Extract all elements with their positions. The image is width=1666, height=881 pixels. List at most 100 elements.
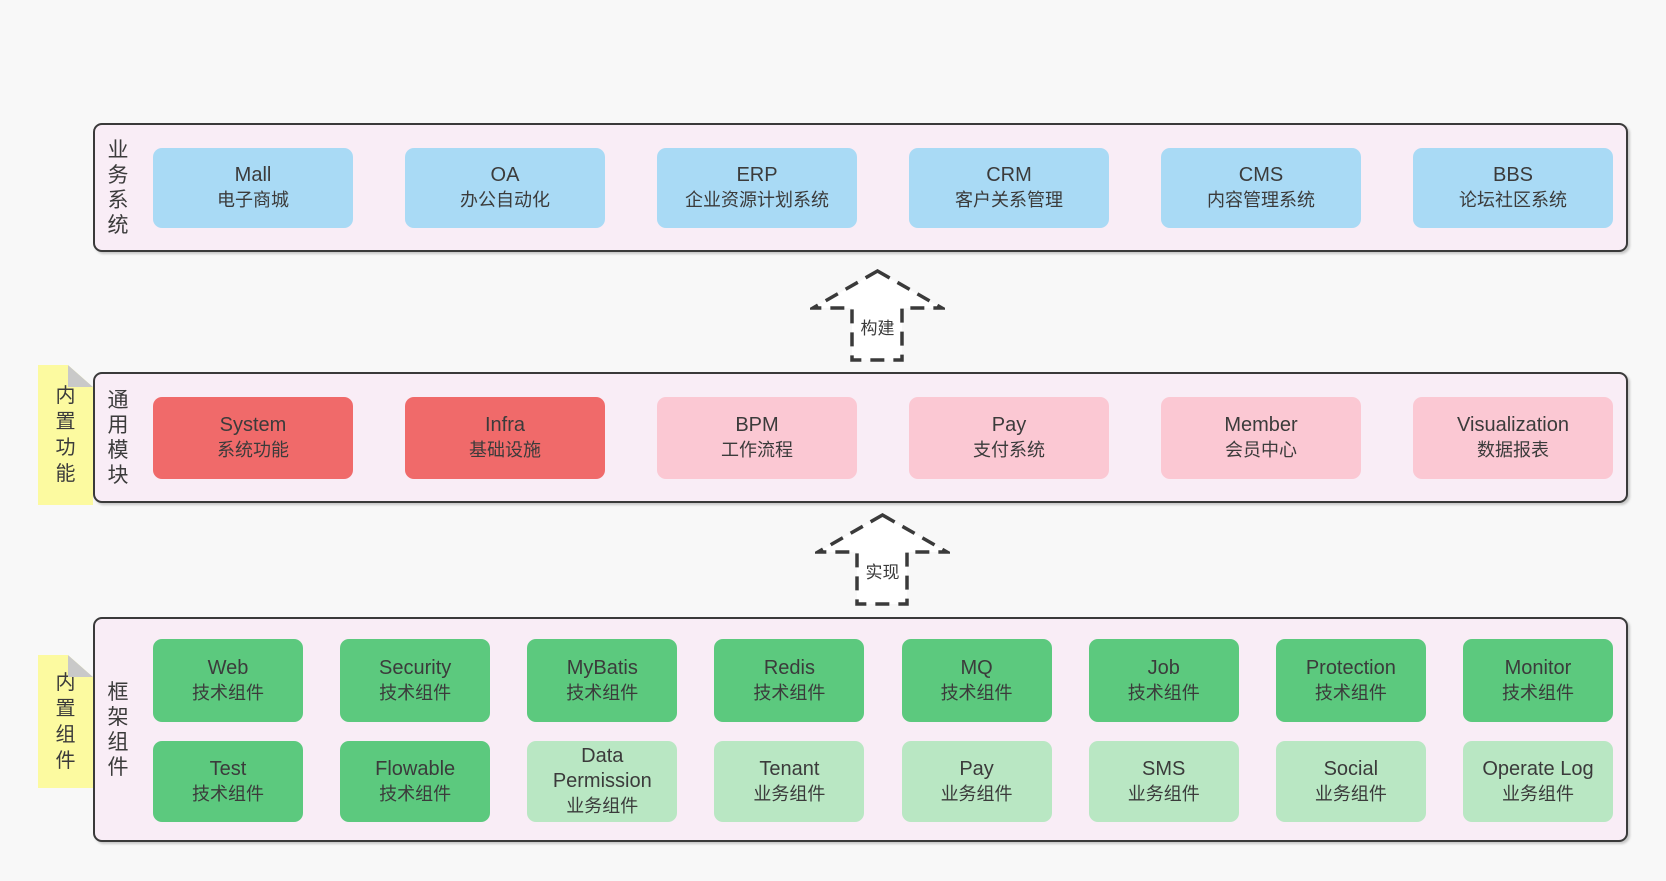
components-rows: Web 技术组件 Security 技术组件 MyBatis 技术组件 Redi… xyxy=(153,639,1613,822)
box-title-zh: 系统功能 xyxy=(217,439,289,460)
components-box-row-2: Test 技术组件 Flowable 技术组件 Data Permission … xyxy=(153,741,1613,822)
box-mall: Mall 电子商城 xyxy=(153,147,353,228)
box-title-en: MQ xyxy=(960,656,993,679)
section-label: 通用模块 xyxy=(107,388,129,487)
box-title-zh: 客户关系管理 xyxy=(955,189,1063,210)
box-visualization: Visualization 数据报表 xyxy=(1413,396,1613,479)
box-protection: Protection 技术组件 xyxy=(1275,639,1426,722)
arrow-label: 构建 xyxy=(860,319,895,338)
box-title-zh: 技术组件 xyxy=(1314,682,1387,703)
box-job: Job 技术组件 xyxy=(1088,639,1239,722)
box-title-en: Member xyxy=(1224,413,1298,436)
box-title-en: Operate Log xyxy=(1482,757,1594,780)
arrow-implement: 实现 xyxy=(815,512,950,607)
box-erp: ERP 企业资源计划系统 xyxy=(657,147,857,228)
box-redis: Redis 技术组件 xyxy=(714,639,865,722)
box-operate-log: Operate Log 业务组件 xyxy=(1462,741,1613,822)
box-title-zh: 技术组件 xyxy=(192,783,264,804)
box-title-en: Pay xyxy=(991,413,1027,436)
modules-box-row: System 系统功能 Infra 基础设施 BPM 工作流程 Pay 支付系统… xyxy=(153,374,1613,501)
box-mybatis: MyBatis 技术组件 xyxy=(527,639,678,722)
box-title-zh: 业务组件 xyxy=(566,796,639,816)
box-title-en: BBS xyxy=(1492,163,1534,186)
box-title-en: Mall xyxy=(234,163,272,186)
box-title-en: Redis xyxy=(763,656,815,679)
box-crm: CRM 客户关系管理 xyxy=(909,147,1109,228)
box-title-en: Test xyxy=(209,757,247,780)
box-title-zh: 业务组件 xyxy=(1501,783,1574,804)
box-title-zh: 技术组件 xyxy=(566,682,639,703)
box-title-en: ERP xyxy=(736,163,778,186)
business-box-row: Mall 电子商城 OA 办公自动化 ERP 企业资源计划系统 CRM 客户关系… xyxy=(153,125,1613,250)
box-title-zh: 技术组件 xyxy=(192,682,264,703)
box-title-zh: 企业资源计划系统 xyxy=(685,189,829,210)
box-title-en: MyBatis xyxy=(566,656,638,679)
box-social: Social 业务组件 xyxy=(1275,741,1426,822)
section-framework-components: 框架组件 Web 技术组件 Security 技术组件 MyBatis 技术组件… xyxy=(93,617,1628,842)
box-title-en: Web xyxy=(207,656,249,679)
box-mq: MQ 技术组件 xyxy=(901,639,1052,722)
note-built-in-features: 内置功能 xyxy=(38,365,93,505)
box-title-zh: 技术组件 xyxy=(379,682,452,703)
box-title-en: Tenant xyxy=(759,757,820,780)
box-title-en: Social xyxy=(1323,757,1379,780)
up-arrow-shape xyxy=(810,268,945,362)
box-title-zh: 技术组件 xyxy=(753,682,826,703)
note-built-in-components: 内置组件 xyxy=(38,655,93,788)
box-pay: Pay 支付系统 xyxy=(909,396,1109,479)
box-pay-biz: Pay 业务组件 xyxy=(901,741,1052,822)
box-test: Test 技术组件 xyxy=(153,741,303,822)
box-title-en: OA xyxy=(490,163,520,186)
box-title-en: Data Permission xyxy=(552,745,652,792)
box-title-zh: 业务组件 xyxy=(1127,783,1200,804)
note-text: 内置组件 xyxy=(55,671,76,772)
box-bpm: BPM 工作流程 xyxy=(657,396,857,479)
box-title-zh: 业务组件 xyxy=(940,783,1013,804)
box-title-zh: 论坛社区系统 xyxy=(1459,189,1567,210)
box-title-en: Security xyxy=(379,656,452,679)
box-title-zh: 数据报表 xyxy=(1477,439,1549,460)
box-title-zh: 业务组件 xyxy=(1314,783,1387,804)
box-monitor: Monitor 技术组件 xyxy=(1462,639,1613,722)
box-title-zh: 技术组件 xyxy=(379,783,452,804)
box-title-zh: 内容管理系统 xyxy=(1207,189,1315,210)
box-web: Web 技术组件 xyxy=(153,639,303,722)
box-security: Security 技术组件 xyxy=(340,639,491,722)
section-label: 框架组件 xyxy=(107,680,129,779)
box-title-zh: 基础设施 xyxy=(469,439,541,460)
box-sms: SMS 业务组件 xyxy=(1088,741,1239,822)
box-title-zh: 技术组件 xyxy=(940,682,1013,703)
box-title-en: Flowable xyxy=(375,757,456,780)
box-infra: Infra 基础设施 xyxy=(405,396,605,479)
box-cms: CMS 内容管理系统 xyxy=(1161,147,1361,228)
folded-corner-icon xyxy=(68,655,93,677)
box-title-en: System xyxy=(219,413,287,436)
box-system: System 系统功能 xyxy=(153,396,353,479)
box-title-zh: 办公自动化 xyxy=(460,189,550,210)
box-title-zh: 技术组件 xyxy=(1501,682,1574,703)
section-business-systems: 业务系统 Mall 电子商城 OA 办公自动化 ERP 企业资源计划系统 CRM… xyxy=(93,123,1628,252)
box-title-zh: 业务组件 xyxy=(753,783,826,804)
box-tenant: Tenant 业务组件 xyxy=(714,741,865,822)
box-title-zh: 工作流程 xyxy=(721,439,793,460)
arrow-build: 构建 xyxy=(810,268,945,363)
box-member: Member 会员中心 xyxy=(1161,396,1361,479)
components-box-row-1: Web 技术组件 Security 技术组件 MyBatis 技术组件 Redi… xyxy=(153,639,1613,722)
box-oa: OA 办公自动化 xyxy=(405,147,605,228)
box-title-en: Job xyxy=(1147,656,1180,679)
box-title-en: CRM xyxy=(986,163,1032,186)
up-arrow-shape xyxy=(815,512,950,606)
box-title-en: Infra xyxy=(484,413,526,436)
box-title-en: Visualization xyxy=(1457,413,1569,436)
box-flowable: Flowable 技术组件 xyxy=(340,741,491,822)
folded-corner-icon xyxy=(68,365,93,387)
section-common-modules: 通用模块 System 系统功能 Infra 基础设施 BPM 工作流程 Pay… xyxy=(93,372,1628,503)
box-title-en: Monitor xyxy=(1504,656,1572,679)
box-title-en: Pay xyxy=(959,757,994,780)
box-title-zh: 技术组件 xyxy=(1127,682,1200,703)
box-title-en: Protection xyxy=(1305,656,1396,679)
box-title-zh: 会员中心 xyxy=(1225,439,1297,460)
note-text: 内置功能 xyxy=(55,385,76,485)
box-data-permission: Data Permission 业务组件 xyxy=(527,741,678,822)
box-title-zh: 电子商城 xyxy=(217,189,289,210)
